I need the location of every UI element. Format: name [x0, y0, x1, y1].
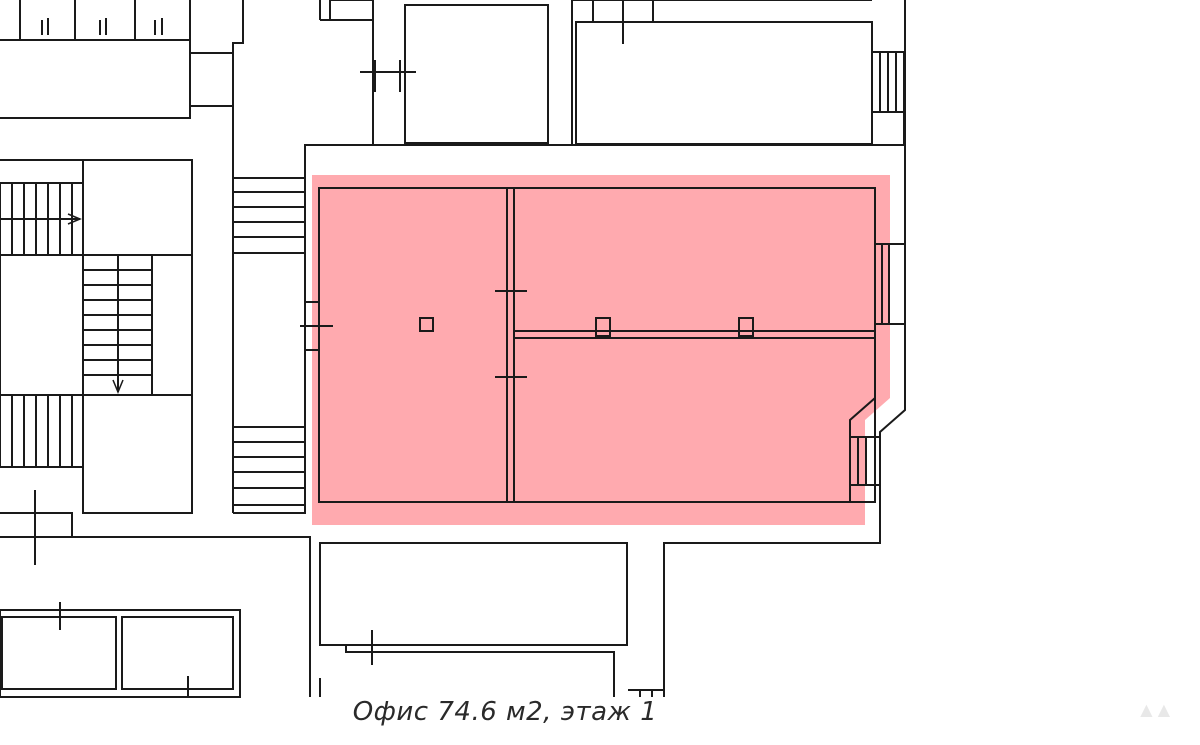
stair-arrows	[67, 213, 124, 394]
plan-caption: Офис 74.6 м2, этаж 1	[352, 697, 658, 727]
walls	[0, 0, 906, 698]
triangle-icon: ▲ ▲	[1140, 700, 1170, 719]
office-highlight[interactable]	[312, 175, 890, 525]
